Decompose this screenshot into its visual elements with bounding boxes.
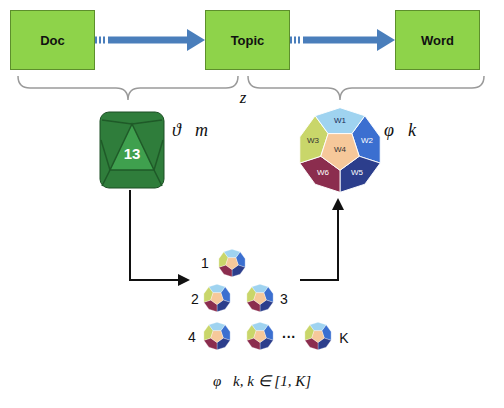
curly-brace [248,76,484,100]
face-label: W4 [334,146,346,154]
topic-die [305,322,331,350]
word-die [300,108,380,193]
index-label: 4 [188,330,196,344]
die-number: 13 [124,146,141,161]
variable-label: z [240,89,247,106]
topic-die [247,322,273,350]
face-label: W5 [351,169,363,177]
face-label: W3 [307,137,319,145]
process-box: Topic [205,10,290,70]
index-label: 3 [280,292,288,306]
face-label: W2 [361,137,373,145]
topic-die [247,284,273,312]
flow-arrow [290,37,377,44]
flow-line [300,200,338,280]
topic-die [204,284,230,312]
topic-die [204,322,230,350]
topic-die [219,249,245,277]
index-label: 1 [201,256,209,270]
ellipsis-label: ··· [282,330,296,344]
process-box: Doc [10,10,95,70]
face-label: W6 [317,169,329,177]
box-label: Doc [40,33,65,48]
curly-brace [18,76,238,100]
index-label: 2 [191,292,199,306]
d20-die [100,112,164,188]
box-label: Topic [231,33,265,48]
flow-arrow [95,37,187,44]
flow-line [130,190,188,280]
symbol-label: φ⃗k [384,121,416,139]
box-label: Word [421,33,454,48]
process-box: Word [395,10,480,70]
index-label: K [339,331,348,345]
symbol-label: ϑ⃗m [172,121,208,139]
range-label: φ⃗k, k ∈ [1, K] [213,374,311,389]
face-label: W1 [334,117,346,125]
